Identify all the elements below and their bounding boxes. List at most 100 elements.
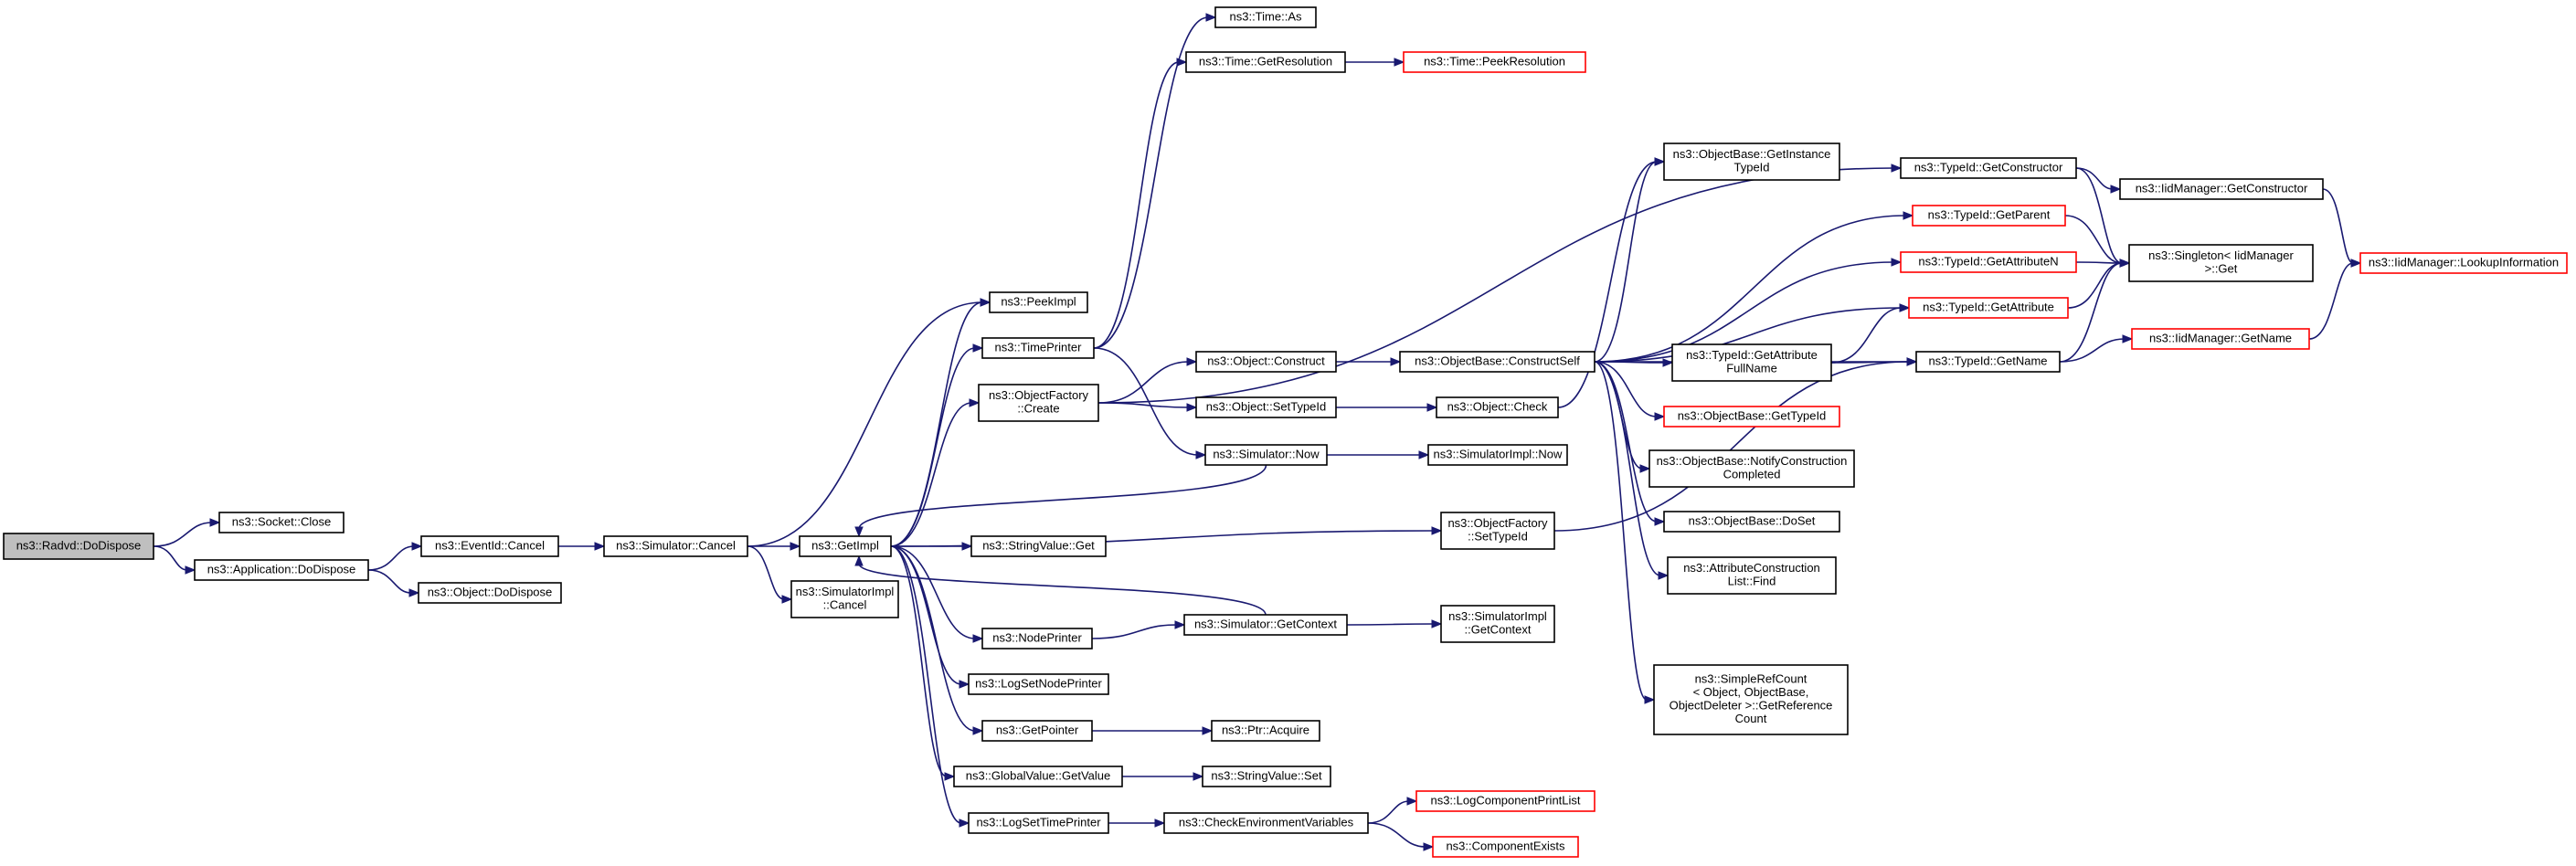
node-stringvalue_get[interactable]: ns3::StringValue::Get [970,535,1107,557]
node-object_construct[interactable]: ns3::Object::Construct [1195,351,1337,373]
node-globalvalue_getvalue[interactable]: ns3::GlobalValue::GetValue [953,766,1123,787]
node-logsettimeprinter[interactable]: ns3::LogSetTimePrinter [968,812,1109,834]
edge-logsettimeprinter-to-checkenvironmentvariables [1108,818,1166,828]
node-label: ns3::Ptr::Acquire [1222,723,1309,736]
node-stringvalue_set[interactable]: ns3::StringValue::Set [1202,766,1331,787]
node-box [1663,511,1840,533]
node-object_check[interactable]: ns3::Object::Check [1436,396,1559,418]
node-label: ns3::ObjectBase::DoSet [1689,513,1816,527]
node-box [1427,444,1568,466]
node-typeid_getparent[interactable]: ns3::TypeId::GetParent [1912,205,2066,227]
node-iidmanager_getconstructor[interactable]: ns3::IidManager::GetConstructor [2119,178,2324,200]
node-simplerefcount_getreferencecount[interactable]: ns3::SimpleRefCount< Object, ObjectBase,… [1653,664,1849,735]
node-simulator_cancel[interactable]: ns3::Simulator::Cancel [603,535,748,557]
node-objectfactory_create[interactable]: ns3::ObjectFactory::Create [978,384,1099,422]
node-label: ns3::AttributeConstruction [1683,561,1820,575]
edge-object_settypeid-to-object_check [1335,403,1438,412]
node-box [418,582,562,604]
node-checkenvironmentvariables[interactable]: ns3::CheckEnvironmentVariables [1163,812,1369,834]
node-typeid_getconstructor[interactable]: ns3::TypeId::GetConstructor [1900,157,2077,179]
node-getpointer[interactable]: ns3::GetPointer [981,720,1093,742]
node-label: ::SetTypeId [1468,530,1528,544]
node-box [1663,143,1840,181]
node-box [194,559,369,581]
node-time_peekresolution[interactable]: ns3::Time::PeekResolution [1403,51,1586,73]
node-simulator_getcontext[interactable]: ns3::Simulator::GetContext [1183,614,1348,636]
node-label: ns3::Socket::Close [232,514,331,528]
node-box [1202,766,1331,787]
node-application_dodispose[interactable]: ns3::Application::DoDispose [194,559,369,581]
node-box [1183,614,1348,636]
edge-typeid_getattributefullname-to-typeid_getname [1830,357,1918,366]
edge-timeprinter-to-time_getresolution [1093,58,1188,349]
edge-simulator_now-to-getimpl [854,464,1267,538]
edge-checkenvironmentvariables-to-componentexists [1367,822,1435,851]
node-typeid_getattribute[interactable]: ns3::TypeId::GetAttribute [1908,297,2069,319]
edge-objectbase_constructself-to-simplerefcount_getreferencecount [1594,361,1656,704]
node-box [1900,251,2077,273]
node-box [978,384,1099,422]
edge-simulator_cancel-to-simulatorimpl_cancel [747,545,793,604]
node-label: ns3::TypeId::GetName [1928,354,2047,367]
node-eventid_cancel[interactable]: ns3::EventId::Cancel [420,535,559,557]
node-label: ns3::GlobalValue::GetValue [966,768,1111,782]
node-time_getresolution[interactable]: ns3::Time::GetResolution [1185,51,1346,73]
node-simulatorimpl_cancel[interactable]: ns3::SimulatorImpl::Cancel [790,580,899,618]
node-objectbase_doset[interactable]: ns3::ObjectBase::DoSet [1663,511,1840,533]
node-objectfactory_settypeid[interactable]: ns3::ObjectFactory::SetTypeId [1440,512,1555,550]
node-radvd_dodispose[interactable]: ns3::Radvd::DoDispose [3,533,154,560]
edge-simulator_getcontext-to-getimpl [854,554,1267,616]
node-object_settypeid[interactable]: ns3::Object::SetTypeId [1195,396,1337,418]
node-componentexists[interactable]: ns3::ComponentExists [1432,836,1579,858]
node-logcomponentprintlist[interactable]: ns3::LogComponentPrintList [1415,790,1595,812]
node-label: ns3::Application::DoDispose [207,562,356,576]
node-iidmanager_getname[interactable]: ns3::IidManager::GetName [2131,328,2310,350]
node-peekimpl[interactable]: ns3::PeekImpl [989,291,1088,313]
node-box [1204,444,1328,466]
node-typeid_getname[interactable]: ns3::TypeId::GetName [1915,351,2061,373]
node-simulatorimpl_now[interactable]: ns3::SimulatorImpl::Now [1427,444,1568,466]
node-timeprinter[interactable]: ns3::TimePrinter [981,337,1095,359]
node-object_dodispose[interactable]: ns3::Object::DoDispose [418,582,562,604]
node-typeid_getattributen[interactable]: ns3::TypeId::GetAttributeN [1900,251,2077,273]
node-box [2119,178,2324,200]
node-objectbase_gettypeid[interactable]: ns3::ObjectBase::GetTypeId [1663,406,1840,428]
node-simulator_now[interactable]: ns3::Simulator::Now [1204,444,1328,466]
node-simulatorimpl_getcontext[interactable]: ns3::SimulatorImpl::GetContext [1440,605,1555,643]
edges-layer [153,13,2362,851]
node-getimpl[interactable]: ns3::GetImpl [799,535,892,557]
edge-application_dodispose-to-eventid_cancel [367,542,423,571]
node-ptr_acquire[interactable]: ns3::Ptr::Acquire [1211,720,1320,742]
node-objectbase_constructself[interactable]: ns3::ObjectBase::ConstructSelf [1399,351,1595,373]
node-label: List::Find [1728,575,1776,588]
node-box [218,512,345,533]
node-box [981,720,1093,742]
node-box [1399,351,1595,373]
node-label: ns3::Time::GetResolution [1199,54,1332,68]
node-label: ns3::ObjectFactory [989,388,1089,402]
node-objectbase_notifyconstructioncompleted[interactable]: ns3::ObjectBase::NotifyConstructionCompl… [1648,449,1855,488]
node-label: ns3::EventId::Cancel [435,538,545,552]
node-iidmanager_lookupinformation[interactable]: ns3::IidManager::LookupInformation [2359,252,2568,274]
node-label: ns3::Singleton< IidManager [2148,248,2294,262]
node-box [1663,406,1840,428]
node-label: ns3::TypeId::GetConstructor [1914,160,2063,174]
node-box [989,291,1088,313]
node-box [1440,512,1555,550]
edge-time_getresolution-to-time_peekresolution [1345,58,1405,67]
node-socket_close[interactable]: ns3::Socket::Close [218,512,345,533]
node-box [1195,396,1337,418]
node-logsetnodeprinter[interactable]: ns3::LogSetNodePrinter [968,673,1109,695]
node-nodeprinter[interactable]: ns3::NodePrinter [981,628,1093,650]
node-time_as[interactable]: ns3::Time::As [1214,6,1317,28]
node-label: ::Create [1017,402,1059,416]
node-label: ns3::ObjectBase::NotifyConstruction [1657,454,1848,468]
node-singleton_iidmanager_get[interactable]: ns3::Singleton< IidManager >::Get [2128,244,2314,282]
node-label: ns3::Object::Check [1447,399,1548,413]
edge-eventid_cancel-to-simulator_cancel [558,542,606,551]
edge-getimpl-to-nodeprinter [890,545,984,643]
node-box [790,580,899,618]
